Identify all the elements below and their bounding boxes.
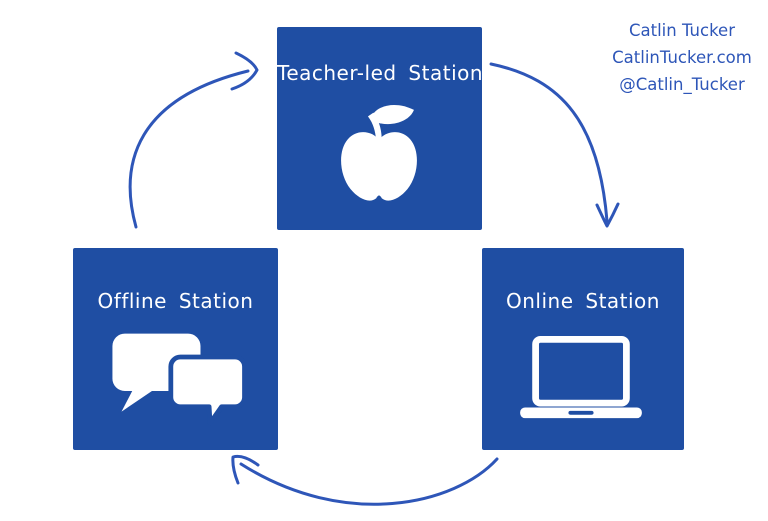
- arrow-online-to-offline: [231, 454, 499, 506]
- station-card-offline: Offline Station: [73, 248, 278, 450]
- arrow-offline-to-teacher-led: [128, 51, 259, 229]
- credit-website: CatlinTucker.com: [612, 48, 752, 67]
- apple-icon: [341, 105, 417, 201]
- station-card-teacher-led: Teacher-led Station: [277, 27, 484, 230]
- credit-twitter-handle: @Catlin_Tucker: [619, 75, 745, 94]
- laptop-icon: [520, 336, 642, 419]
- credit-block: Catlin Tucker CatlinTucker.com @Catlin_T…: [608, 17, 756, 98]
- station-label-online: Online Station: [506, 289, 660, 313]
- speech-bubbles-icon: [112, 333, 245, 426]
- arrow-teacher-led-to-online: [489, 62, 620, 228]
- station-label-offline: Offline Station: [97, 289, 254, 313]
- station-label-teacher-led: Teacher-led Station: [277, 61, 484, 85]
- credit-author: Catlin Tucker: [629, 21, 735, 40]
- station-card-online: Online Station: [482, 248, 684, 450]
